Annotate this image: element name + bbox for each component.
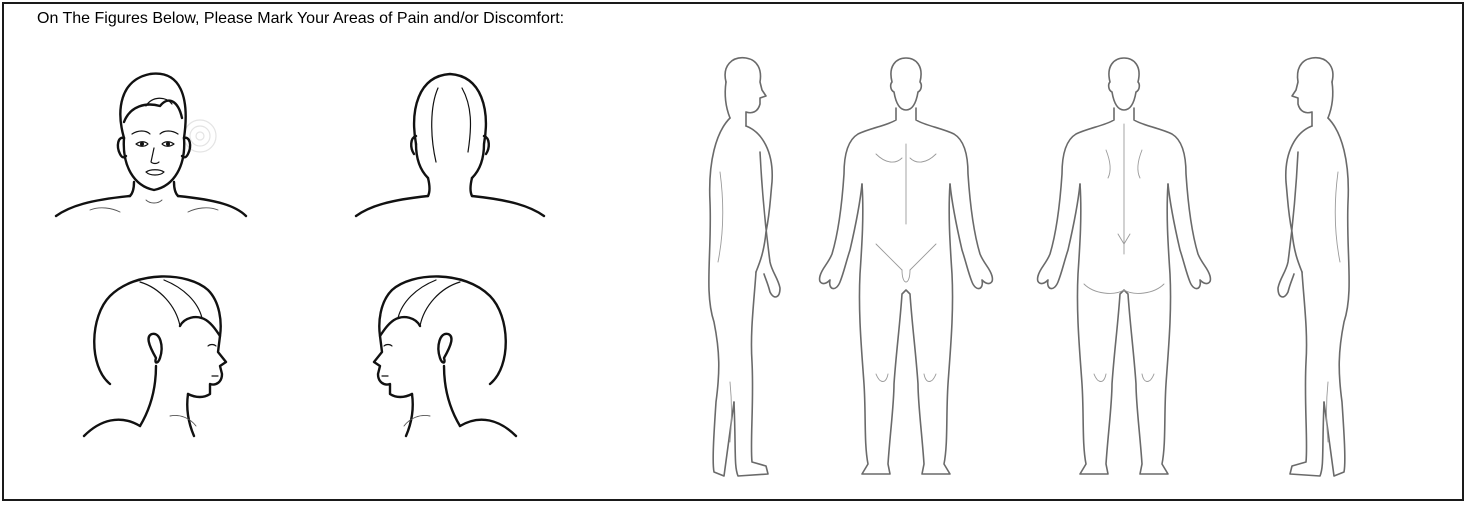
body-side-left-figure[interactable] [1248,52,1368,484]
head-left-profile-figure[interactable] [360,266,520,438]
body-back-figure[interactable] [1034,54,1214,484]
pain-chart-frame: On The Figures Below, Please Mark Your A… [2,2,1464,501]
body-side-right-figure[interactable] [690,52,810,484]
head-front-figure[interactable] [50,66,250,218]
body-front-figure[interactable] [816,54,996,484]
head-back-figure[interactable] [350,66,550,218]
head-right-profile-figure[interactable] [80,266,240,438]
instruction-text: On The Figures Below, Please Mark Your A… [37,10,564,28]
